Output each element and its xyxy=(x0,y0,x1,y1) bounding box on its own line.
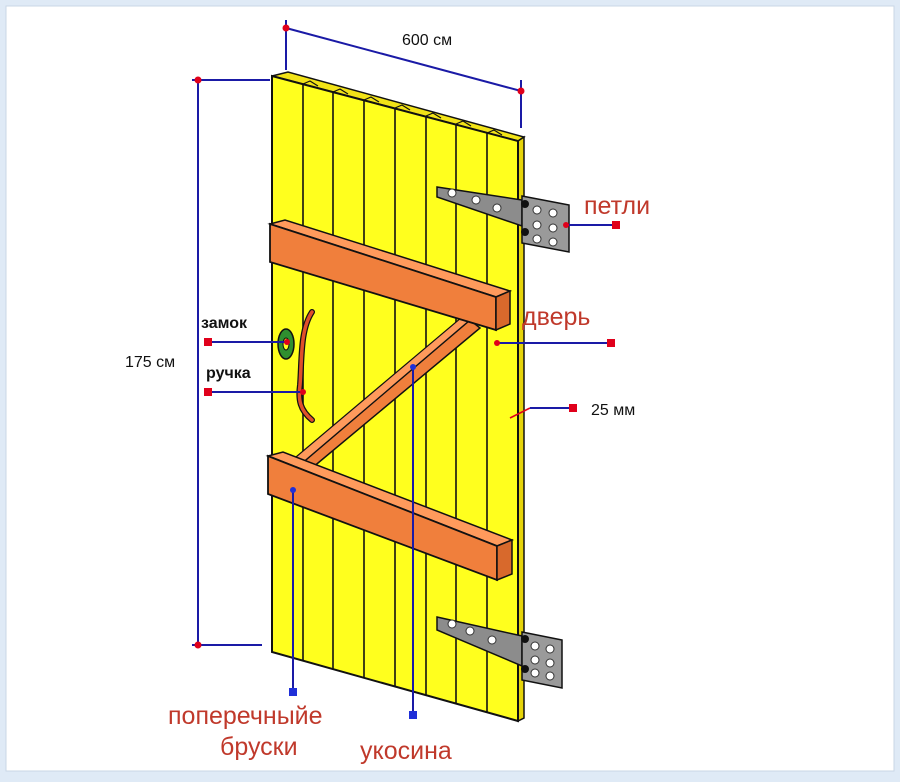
height-dimension xyxy=(192,76,270,649)
thickness-label: 25 мм xyxy=(591,402,635,419)
thickness-leader xyxy=(509,404,577,419)
brace-label: укосина xyxy=(360,737,452,765)
lock-leader xyxy=(204,338,290,346)
hinge-bottom xyxy=(436,616,563,689)
hinge-top xyxy=(436,186,570,253)
width-label: 600 см xyxy=(402,32,452,49)
lock-label: замок xyxy=(201,315,248,332)
handle-label: ручка xyxy=(206,365,251,382)
plank-seams xyxy=(302,84,488,712)
hinges-leader xyxy=(563,221,620,229)
handle-icon xyxy=(296,309,315,423)
height-label: 175 см xyxy=(125,354,175,371)
crossbars-label-line1: поперечныйе xyxy=(168,702,323,730)
top-crossbar xyxy=(267,219,513,332)
door-leader xyxy=(494,339,615,347)
bottom-crossbar xyxy=(265,451,515,582)
door-label: дверь xyxy=(522,303,590,331)
crossbars-leader xyxy=(289,487,297,696)
width-dimension xyxy=(282,20,525,128)
handle-leader xyxy=(204,388,306,396)
crossbars-label-line2: бруски xyxy=(220,733,298,761)
hinges-label: петли xyxy=(584,192,650,220)
brace-leader xyxy=(409,364,417,719)
plank-top-notches xyxy=(302,80,503,136)
